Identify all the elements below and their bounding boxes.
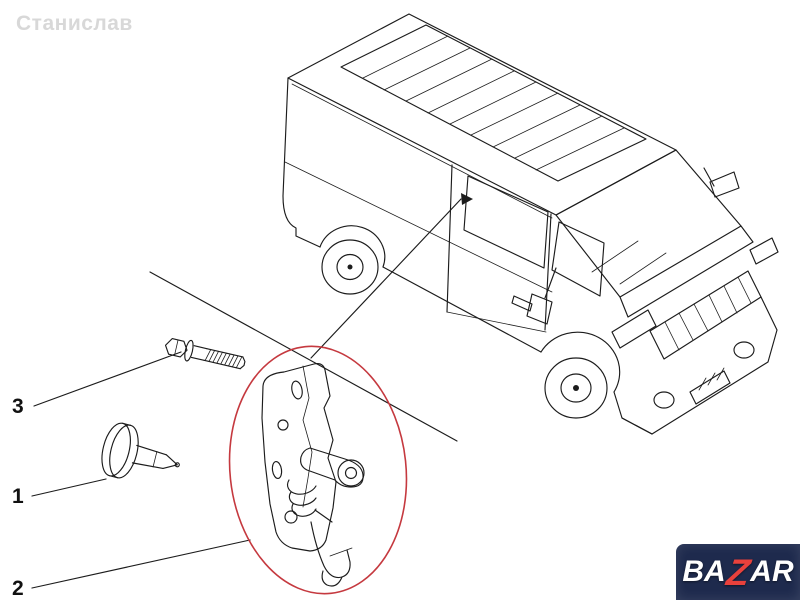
van-rear-wheel [321, 239, 379, 295]
van-front-wheel [544, 357, 608, 419]
van-illustration [282, 13, 779, 435]
callout-1: 1 [12, 485, 24, 508]
pin-part [101, 422, 180, 479]
pointer-line-to-van [310, 198, 462, 359]
van-side-body [282, 77, 653, 435]
bolt-part [164, 338, 246, 370]
latch-bracket-part [261, 363, 365, 587]
van-front [555, 149, 779, 435]
callout-3: 3 [12, 395, 24, 418]
logo-text-prefix: BA [682, 555, 726, 588]
van-right-mirror [703, 167, 740, 198]
latch-location-marker [461, 193, 473, 205]
leader-line-1 [31, 478, 107, 497]
van-left-mirror [526, 267, 557, 325]
callout-2: 2 [12, 577, 24, 600]
pointer-lines [31, 198, 462, 589]
watermark-text: Станислав [16, 12, 133, 35]
leader-line-2 [31, 539, 251, 589]
leader-line-3 [33, 351, 182, 407]
logo-text-suffix: AR [750, 555, 794, 588]
pointer-line-long [149, 271, 458, 442]
van-roof [287, 13, 677, 219]
logo-text-accent: Z [723, 551, 753, 593]
bazar-logo: BA Z AR [676, 544, 800, 600]
highlight-ellipse [228, 345, 408, 595]
